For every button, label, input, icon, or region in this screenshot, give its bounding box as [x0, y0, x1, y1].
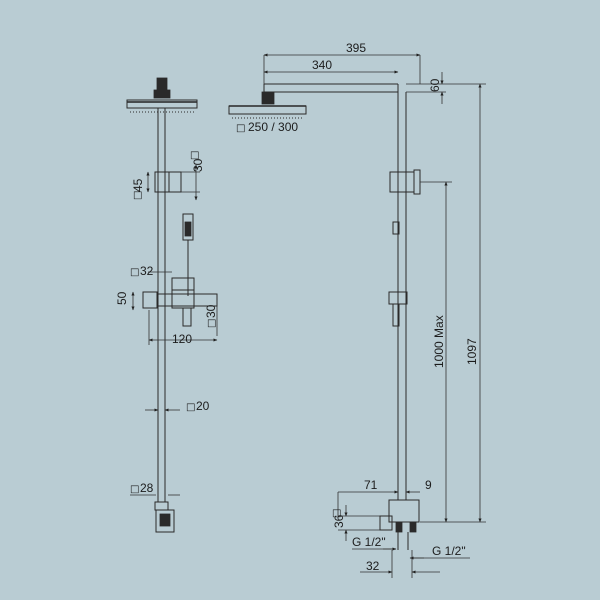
head-square-label: 250 / 300	[248, 120, 298, 134]
front-wall-clamp: □ 30 □ 45	[131, 150, 205, 201]
height-total-label: 1097	[465, 338, 479, 365]
dim-arm-overall: 395	[263, 41, 421, 84]
side-mixer	[379, 499, 420, 550]
clamp-height-label: 45	[131, 178, 145, 192]
dim-inlet-spacing: 32	[360, 550, 440, 578]
head-offset-label: 60	[428, 78, 442, 92]
height-max-label: 1000 Max	[432, 315, 446, 368]
side-shower-head: □ 250 / 300	[228, 91, 307, 134]
dim-offsets: 71 9	[337, 478, 432, 516]
inlet-spacing-label: 32	[366, 559, 380, 573]
front-view: □ 30 □ 45 □ 32 50 □ 30	[115, 77, 218, 533]
arm-overall-label: 395	[346, 41, 366, 55]
mixer-length-label: 120	[172, 332, 192, 346]
dim-head-offset: 60	[406, 72, 446, 104]
mixer-square-symbol: □	[207, 318, 216, 329]
pipe-square-label: 20	[196, 399, 210, 413]
dim-arm-reach: 340	[263, 58, 399, 74]
offset-9-label: 9	[425, 478, 432, 492]
base-height-label: 36	[332, 514, 346, 528]
side-wall-clamp	[389, 169, 421, 215]
dim-base-height: □ 36	[332, 505, 380, 541]
pipe-square-symbol: □	[186, 402, 195, 413]
base-height-symbol: □	[332, 508, 341, 519]
arm-reach-label: 340	[312, 58, 332, 72]
front-mixer-block: □ 32 50 □ 30 120	[115, 264, 218, 346]
side-view: □ 250 / 300	[228, 41, 486, 578]
holder-square-label: 32	[140, 264, 154, 278]
front-pipe-dimension: □ 20	[145, 399, 210, 413]
head-square-symbol: □	[236, 123, 245, 134]
dim-height-max: 1000 Max	[420, 181, 452, 523]
base-square-label: 28	[140, 481, 154, 495]
front-hand-shower	[182, 213, 194, 296]
side-hand-shower	[388, 221, 408, 327]
inlet-left-label: G 1/2"	[352, 535, 386, 549]
clamp-square-label: 30	[191, 158, 205, 172]
base-square-symbol: □	[130, 484, 139, 495]
inlet-right-label: G 1/2"	[432, 544, 466, 558]
mixer-square-label: 30	[204, 304, 218, 318]
clamp-square-symbol: □	[190, 150, 199, 161]
front-shower-head	[126, 77, 198, 113]
dim-height-total: 1097	[420, 83, 486, 523]
front-riser-pipe	[157, 108, 166, 502]
side-shower-arm	[263, 83, 407, 500]
dim-inlets: G 1/2" G 1/2"	[352, 535, 470, 560]
front-base: □ 28	[130, 481, 180, 533]
clamp-height-symbol: □	[133, 190, 142, 201]
offset-71-label: 71	[364, 478, 378, 492]
holder-square-symbol: □	[130, 267, 139, 278]
mixer-height-label: 50	[115, 291, 129, 305]
